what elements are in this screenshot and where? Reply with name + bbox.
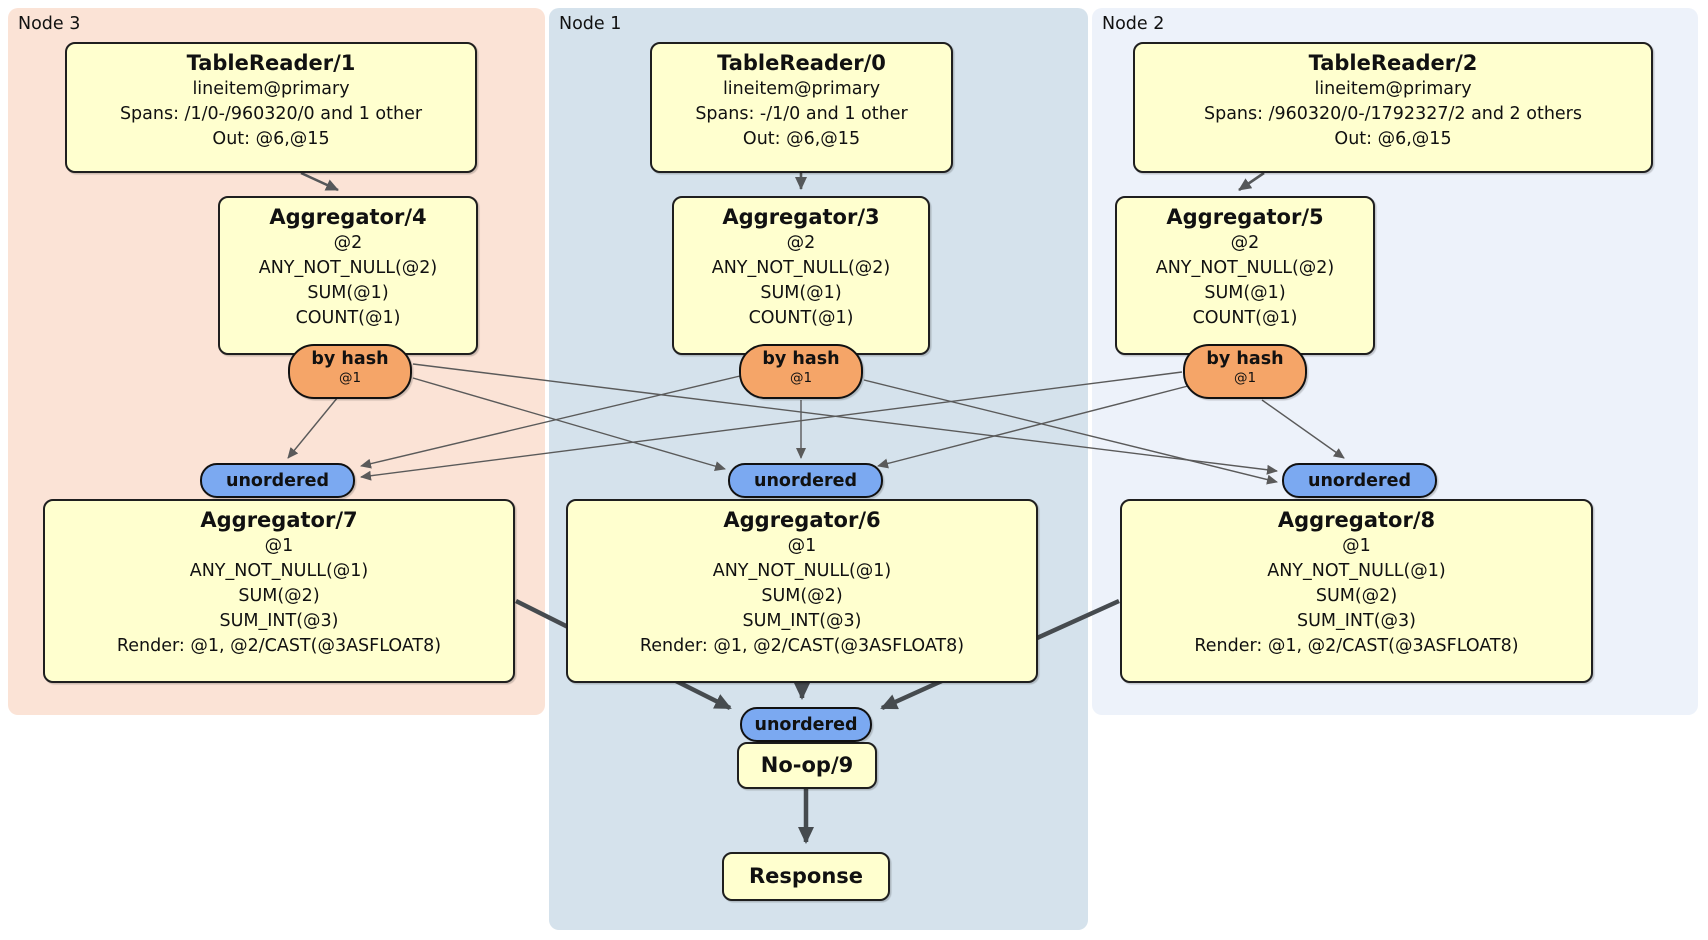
processor-aggregator-7: Aggregator/7 @1 ANY_NOT_NULL(@1) SUM(@2)… [43,499,515,683]
edge-hash2-u3 [360,371,1183,481]
processor-detail: SUM_INT(@3) [742,610,862,631]
router-detail: @1 [338,369,362,386]
panel-node3-label: Node 3 [18,14,81,34]
processor-detail: ANY_NOT_NULL(@2) [711,258,891,279]
processor-detail: SUM(@1) [1204,283,1286,304]
processor-detail: ANY_NOT_NULL(@1) [1267,561,1446,582]
processor-detail: Out: @6,@15 [742,129,861,150]
processor-aggregator-8: Aggregator/8 @1 ANY_NOT_NULL(@1) SUM(@2)… [1120,499,1593,683]
stream-label: unordered [1308,470,1411,491]
processor-detail: @1 [787,536,817,557]
router-detail: @1 [789,369,813,386]
panel-node1-label: Node 1 [559,14,622,34]
processor-title: TableReader/1 [186,51,356,75]
processor-detail: COUNT(@1) [295,307,401,328]
edge-tr2-agg5 [1238,171,1265,192]
processor-tablereader-1: TableReader/1 lineitem@primary Spans: /1… [65,42,477,173]
processor-detail: @1 [1342,536,1371,557]
processor-detail: @2 [786,233,816,254]
processor-detail: lineitem@primary [192,79,350,100]
processor-title: Aggregator/7 [200,508,358,532]
stream-label: unordered [754,470,857,491]
processor-title: Response [748,864,864,889]
processor-detail: Render: @1, @2/CAST(@3ASFLOAT8) [639,635,965,656]
processor-aggregator-4: Aggregator/4 @2 ANY_NOT_NULL(@2) SUM(@1)… [218,196,478,355]
edge-tr1-agg4 [300,171,339,192]
processor-tablereader-0: TableReader/0 lineitem@primary Spans: -/… [650,42,953,173]
edge-hash2-u2 [1261,399,1345,459]
stream-unordered-final: unordered [740,707,872,742]
router-label: by hash [1206,349,1284,369]
processor-detail: Spans: -/1/0 and 1 other [695,104,908,125]
stream-unordered-node2: unordered [1282,463,1437,498]
router-by-hash-node2: by hash @1 [1183,344,1307,399]
processor-detail: Spans: /1/0-/960320/0 and 1 other [119,104,423,125]
processor-detail: SUM(@1) [307,283,389,304]
processor-detail: Out: @6,@15 [212,129,330,150]
processor-detail: COUNT(@1) [1192,307,1298,328]
processor-title: Aggregator/3 [722,205,880,229]
processor-detail: ANY_NOT_NULL(@1) [712,561,892,582]
processor-title: Aggregator/8 [1277,508,1436,532]
processor-tablereader-2: TableReader/2 lineitem@primary Spans: /9… [1133,42,1653,173]
processor-detail: @2 [333,233,363,254]
processor-title: Aggregator/4 [269,205,427,229]
processor-detail: SUM(@2) [761,586,843,607]
processor-aggregator-5: Aggregator/5 @2 ANY_NOT_NULL(@2) SUM(@1)… [1115,196,1375,355]
processor-title: No-op/9 [760,753,854,778]
processor-title: TableReader/2 [1308,51,1478,75]
processor-detail: lineitem@primary [1314,79,1472,100]
processor-title: Aggregator/5 [1166,205,1324,229]
response-node: Response [722,852,890,901]
processor-detail: @2 [1230,233,1260,254]
processor-detail: ANY_NOT_NULL(@1) [189,561,369,582]
processor-detail: @1 [264,536,294,557]
stream-label: unordered [754,714,858,735]
processor-noop-9: No-op/9 [737,742,877,789]
processor-detail: SUM(@2) [1315,586,1398,607]
panel-node2-label: Node 2 [1102,14,1165,34]
stream-label: unordered [226,470,329,491]
processor-detail: Render: @1, @2/CAST(@3ASFLOAT8) [1194,635,1519,656]
router-label: by hash [762,349,840,369]
edge-hash2-u1 [877,385,1189,469]
processor-detail: Out: @6,@15 [1334,129,1452,150]
edge-hash3-u2 [412,363,1278,475]
stream-unordered-node3: unordered [200,463,355,498]
processor-detail: Render: @1, @2/CAST(@3ASFLOAT8) [116,635,442,656]
edge-hash1-u3 [360,375,741,469]
processor-detail: ANY_NOT_NULL(@2) [258,258,438,279]
router-by-hash-node3: by hash @1 [288,344,412,399]
router-detail: @1 [1233,369,1257,386]
processor-title: Aggregator/6 [723,508,881,532]
edge-hash3-u3 [287,396,339,459]
processor-detail: SUM(@2) [238,586,320,607]
processor-detail: SUM_INT(@3) [1297,610,1416,631]
processor-detail: lineitem@primary [722,79,881,100]
processor-detail: SUM_INT(@3) [219,610,339,631]
edge-hash1-u2 [863,379,1278,485]
processor-aggregator-3: Aggregator/3 @2 ANY_NOT_NULL(@2) SUM(@1)… [672,196,930,355]
processor-title: TableReader/0 [717,51,886,75]
stream-unordered-node1: unordered [728,463,883,498]
processor-detail: ANY_NOT_NULL(@2) [1155,258,1335,279]
processor-detail: SUM(@1) [760,283,842,304]
processor-aggregator-6: Aggregator/6 @1 ANY_NOT_NULL(@1) SUM(@2)… [566,499,1038,683]
processor-detail: Spans: /960320/0-/1792327/2 and 2 others [1203,104,1582,125]
edge-hash3-u1 [412,377,726,471]
router-by-hash-node1: by hash @1 [739,344,863,399]
router-label: by hash [311,349,389,369]
processor-detail: COUNT(@1) [748,307,854,328]
